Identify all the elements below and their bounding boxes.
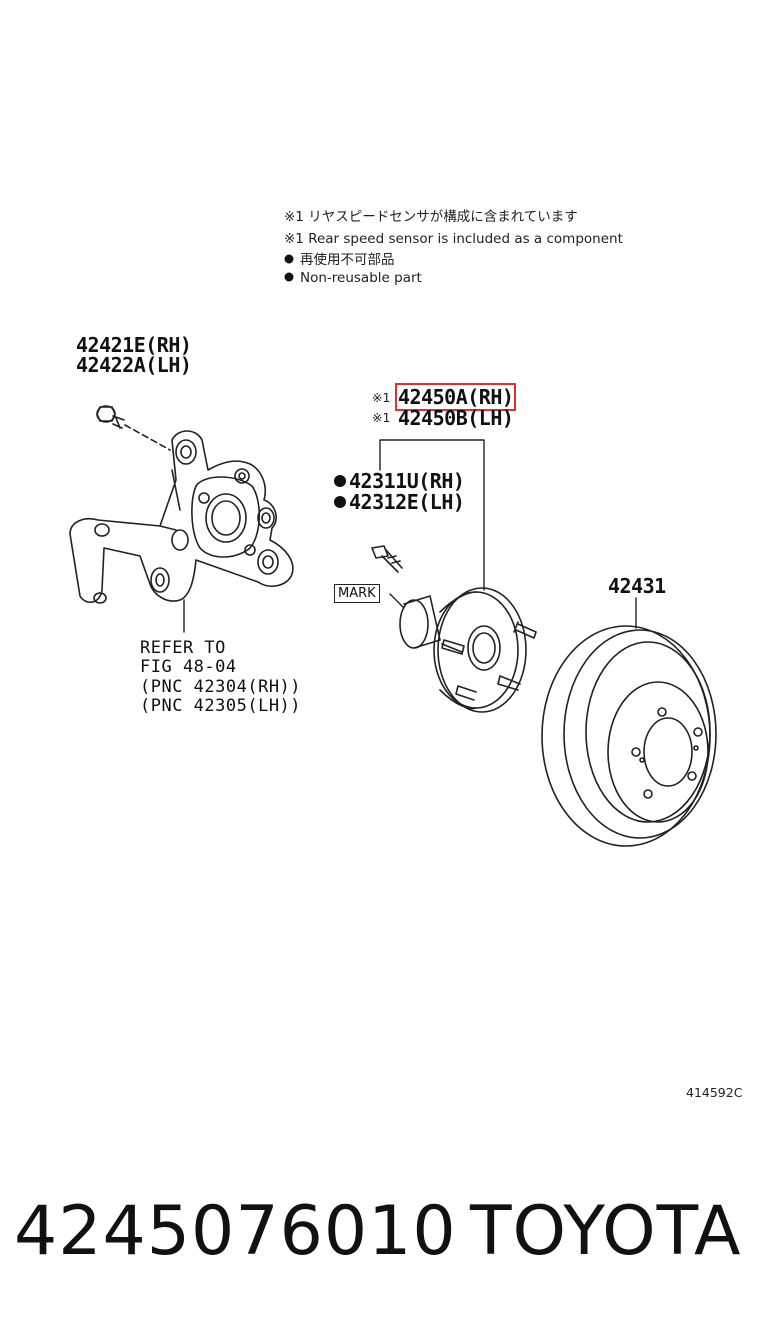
refer-line-1: REFER TO <box>140 638 226 658</box>
brake-disc-drawing <box>541 625 717 847</box>
note-nonreusable-en: Non-reusable part <box>300 270 422 286</box>
callout-42450B[interactable]: 42450B(LH) <box>398 406 514 430</box>
callout-42422A[interactable]: 42422A(LH) <box>76 353 192 377</box>
hub-bolt-drawing <box>371 545 403 573</box>
note-nonreusable-jp: 再使用不可部品 <box>300 252 395 268</box>
callout-42431[interactable]: 42431 <box>608 574 666 598</box>
bullet-1 <box>284 254 294 264</box>
bullet-2 <box>284 272 294 282</box>
bullet-bolt-rh <box>334 475 346 487</box>
mark-label: MARK <box>334 584 380 603</box>
refer-line-2: FIG 48-04 <box>140 657 237 677</box>
knuckle-drawing <box>69 430 294 604</box>
bullet-bolt-lh <box>334 496 346 508</box>
callout-42421E[interactable]: 42421E(RH) <box>76 333 192 357</box>
callout-42311U[interactable]: 42311U(RH) <box>349 469 465 493</box>
callout-42450A[interactable]: 42450A(RH) <box>395 383 517 411</box>
hub-prefix-rh: ※1 <box>372 390 391 405</box>
figure-code: 414592C <box>686 1085 743 1100</box>
highlighted-part[interactable]: 42450A(RH) <box>395 383 517 411</box>
hub-prefix-lh: ※1 <box>372 410 391 425</box>
part-number: 4245076010 <box>14 1192 457 1271</box>
note-sensor-jp: ※1 リヤスピードセンサが構成に含まれています <box>284 209 578 225</box>
refer-line-4: (PNC 42305(LH)) <box>140 696 302 716</box>
knuckle-bolt-drawing <box>96 405 171 451</box>
hub-bracket <box>379 439 485 591</box>
callout-42312E[interactable]: 42312E(LH) <box>349 490 465 514</box>
hub-assembly-drawing <box>399 587 537 713</box>
note-sensor-en: ※1 Rear speed sensor is included as a co… <box>284 231 623 247</box>
refer-line-3: (PNC 42304(RH)) <box>140 677 302 697</box>
brand-name: TOYOTA <box>470 1192 742 1271</box>
